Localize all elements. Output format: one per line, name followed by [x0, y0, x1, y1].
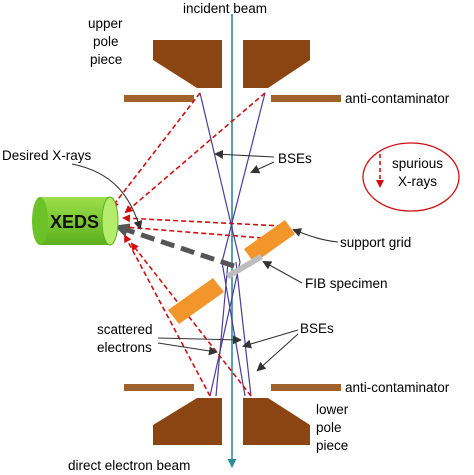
scattered-label-2: electrons: [97, 340, 152, 355]
lower-pole-label-1: lower: [316, 402, 349, 417]
direct-beam-label: direct electron beam: [68, 458, 190, 473]
anti-contaminator-bottom-label: anti-contaminator: [345, 380, 450, 395]
spurious-label-line1: spurious: [392, 156, 443, 171]
support-grid-label: support grid: [340, 235, 411, 250]
lower-pole-piece-left: [153, 398, 222, 445]
fib-specimen-label: FIB specimen: [305, 276, 388, 291]
spurious-label-line2: X-rays: [398, 174, 437, 189]
lower-pole-piece-right: [243, 398, 310, 445]
upper-pole-piece-left: [153, 40, 222, 88]
desired-xrays-label: Desired X-rays: [2, 148, 92, 163]
anti-contaminator-bottom-right: [271, 384, 341, 391]
lower-pole-label-3: piece: [316, 438, 348, 453]
xeds-label: XEDS: [50, 212, 99, 232]
incident-beam-label: incident beam: [183, 1, 267, 16]
upper-pole-label-3: piece: [90, 52, 122, 67]
upper-pole-piece-right: [243, 40, 310, 88]
callout-arrows: [71, 149, 339, 372]
anti-contaminator-top-right: [271, 95, 341, 102]
scattered-label-1: scattered: [97, 322, 153, 337]
anti-contaminator-top-left: [124, 95, 194, 102]
upper-pole-label-2: pole: [93, 34, 119, 49]
electron-paths: [199, 92, 266, 397]
desired-xray-path: [114, 223, 235, 269]
support-grid: [244, 220, 295, 263]
anti-contaminator-top-label: anti-contaminator: [345, 91, 450, 106]
xray-paths: [110, 92, 283, 397]
spurious-legend-outline: [362, 142, 460, 212]
fib-specimen: [168, 278, 224, 324]
bses-bottom-label: BSEs: [300, 321, 334, 336]
bses-top-label: BSEs: [278, 151, 312, 166]
upper-pole-label-1: upper: [88, 16, 123, 31]
lower-pole-label-2: pole: [316, 420, 342, 435]
specimen-lamella: [226, 254, 263, 279]
xeds-detector: [32, 196, 119, 246]
anti-contaminator-bottom-left: [124, 384, 194, 391]
